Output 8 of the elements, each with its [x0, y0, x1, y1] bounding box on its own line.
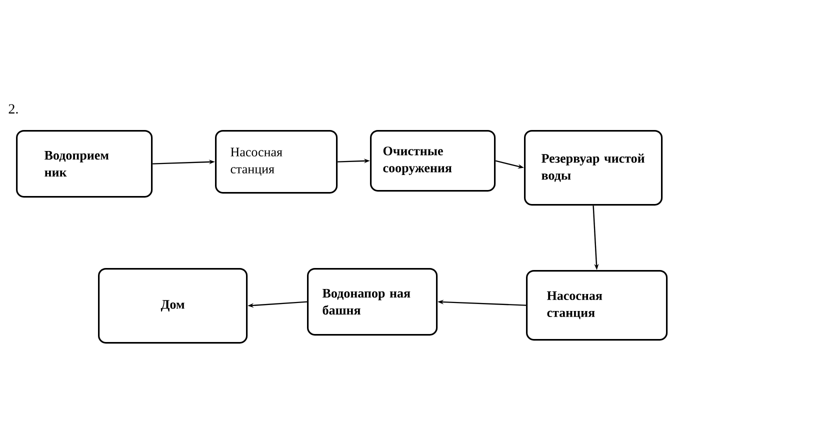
process-box: Резервуар чистой воды: [524, 130, 663, 206]
process-box: Дом: [98, 268, 248, 344]
process-box: Водонапор ная башня: [307, 268, 438, 336]
process-box: Водоприем ник: [16, 130, 153, 198]
process-box: Насосная станция: [215, 130, 338, 194]
process-box: Насосная станция: [526, 270, 668, 341]
item-number: 2.: [8, 104, 18, 114]
process-box: Очистные сооружения: [370, 130, 496, 192]
